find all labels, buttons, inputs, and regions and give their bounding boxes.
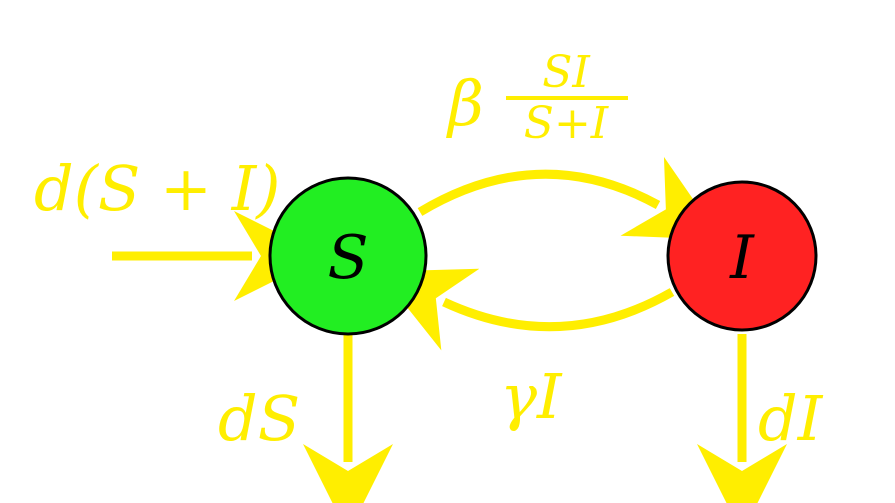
infection-arrow bbox=[417, 156, 722, 240]
recovery-rate-label: γI bbox=[500, 360, 563, 433]
recovery-arrow bbox=[378, 268, 675, 351]
susceptible-label: S bbox=[327, 223, 368, 293]
susceptible-node bbox=[268, 176, 428, 336]
infection-rate-prefix: β bbox=[446, 67, 484, 140]
infection-rate-denominator: S+I bbox=[524, 98, 610, 149]
infected-node bbox=[666, 180, 818, 332]
death-s-rate-label: dS bbox=[218, 382, 300, 455]
birth-rate-label: d(S + I) bbox=[34, 152, 280, 225]
infection-rate-numerator: SI bbox=[542, 47, 591, 98]
infected-label: I bbox=[729, 223, 755, 293]
death-i-rate-label: dI bbox=[758, 382, 824, 455]
